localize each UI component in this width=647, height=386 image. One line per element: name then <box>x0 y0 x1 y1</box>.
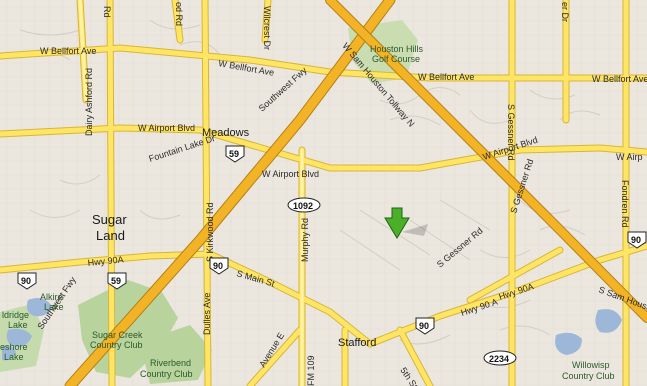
label-top-er-dr: er Dr <box>560 2 570 22</box>
svg-text:59: 59 <box>229 149 239 159</box>
svg-text:59: 59 <box>111 276 121 286</box>
residential-streets <box>19 19 601 345</box>
label-sugar-creek: Sugar Creek <box>92 330 143 340</box>
label-bellfort-east: W Bellfort Ave <box>592 74 647 84</box>
label-sugar: Sugar <box>92 212 127 227</box>
us90-shield-east: 90 <box>627 231 647 249</box>
label-houston-hills: Houston Hills <box>370 44 424 54</box>
label-wilcrest: Wilcrest Dr <box>262 6 272 50</box>
label-top-rd2: od Rd <box>174 2 184 26</box>
label-top-rd: Rd <box>102 6 112 18</box>
location-arrow-marker-icon[interactable] <box>384 207 428 239</box>
svg-text:2234: 2234 <box>489 354 509 364</box>
label-bellfort-mid-east: W Bellfort Ave <box>418 72 474 82</box>
label-dulles: Dulles Ave <box>202 293 212 335</box>
svg-text:1092: 1092 <box>293 201 313 211</box>
fm2234-shield: 2234 <box>483 350 517 366</box>
label-sugar-creek-cc: Country Club <box>90 340 143 350</box>
label-hwy90a-west: Hwy 90A <box>87 254 124 268</box>
label-eshore-lake: Lake <box>4 352 24 362</box>
label-dairy-ashford: Dairy Ashford Rd <box>84 68 94 136</box>
highway-shields: 59 59 90 90 90 90 1092 2234 <box>17 145 647 366</box>
label-fondren: Fondren Rd <box>620 180 630 228</box>
us59-shield-a: 59 <box>225 145 245 163</box>
svg-text:90: 90 <box>631 235 641 245</box>
svg-text:90: 90 <box>213 261 223 271</box>
label-riverbend: Riverbend <box>150 358 191 368</box>
svg-text:90: 90 <box>419 321 429 331</box>
label-willowisp-cc: Country Club <box>562 371 615 381</box>
label-golf-course: Golf Course <box>372 54 420 64</box>
eldridge-lake-water <box>6 328 33 347</box>
label-gessner-north: S Gessner Rd <box>506 104 516 161</box>
label-airport-mid: W Airport Blvd <box>262 169 319 179</box>
riverbend-park <box>140 325 212 384</box>
label-airport-west: W Airport Blvd <box>138 123 195 133</box>
us59-shield-b: 59 <box>107 272 127 290</box>
label-stafford: Stafford <box>338 337 376 349</box>
label-land: Land <box>96 228 125 243</box>
label-riverbend-cc: Country Club <box>140 369 193 379</box>
freeways <box>64 0 647 386</box>
label-airport-far-east: W Airp <box>616 152 643 162</box>
east-lake-water <box>595 309 622 333</box>
willowisp-lake-water <box>555 332 582 355</box>
label-fm1092: FM 109 <box>306 355 316 386</box>
label-kirkwood: S Kirkwood Rd <box>205 202 215 262</box>
svg-text:90: 90 <box>21 276 31 286</box>
label-meadows: Meadows <box>202 127 250 139</box>
us90-shield-west: 90 <box>17 272 37 290</box>
label-bellfort-west: W Bellfort Ave <box>40 46 96 56</box>
label-eldridge-lake: Lake <box>8 320 28 330</box>
label-eshore: eshore <box>0 342 28 352</box>
label-alkire-lake: Lake <box>44 302 64 312</box>
fm1092-shield: 1092 <box>287 197 321 213</box>
label-alkire: Alkire <box>40 292 63 302</box>
us90-shield-south: 90 <box>415 317 435 335</box>
place-labels: Meadows Sugar Land Stafford Houston Hill… <box>0 44 615 381</box>
us90-shield-mid: 90 <box>209 257 229 275</box>
label-willowisp: Willowisp <box>572 360 610 370</box>
label-eldridge: ldridge <box>2 310 29 320</box>
label-murphy: Murphy Rd <box>300 218 310 262</box>
lakeshore-water <box>2 345 16 361</box>
alkire-lake-water <box>26 298 52 317</box>
